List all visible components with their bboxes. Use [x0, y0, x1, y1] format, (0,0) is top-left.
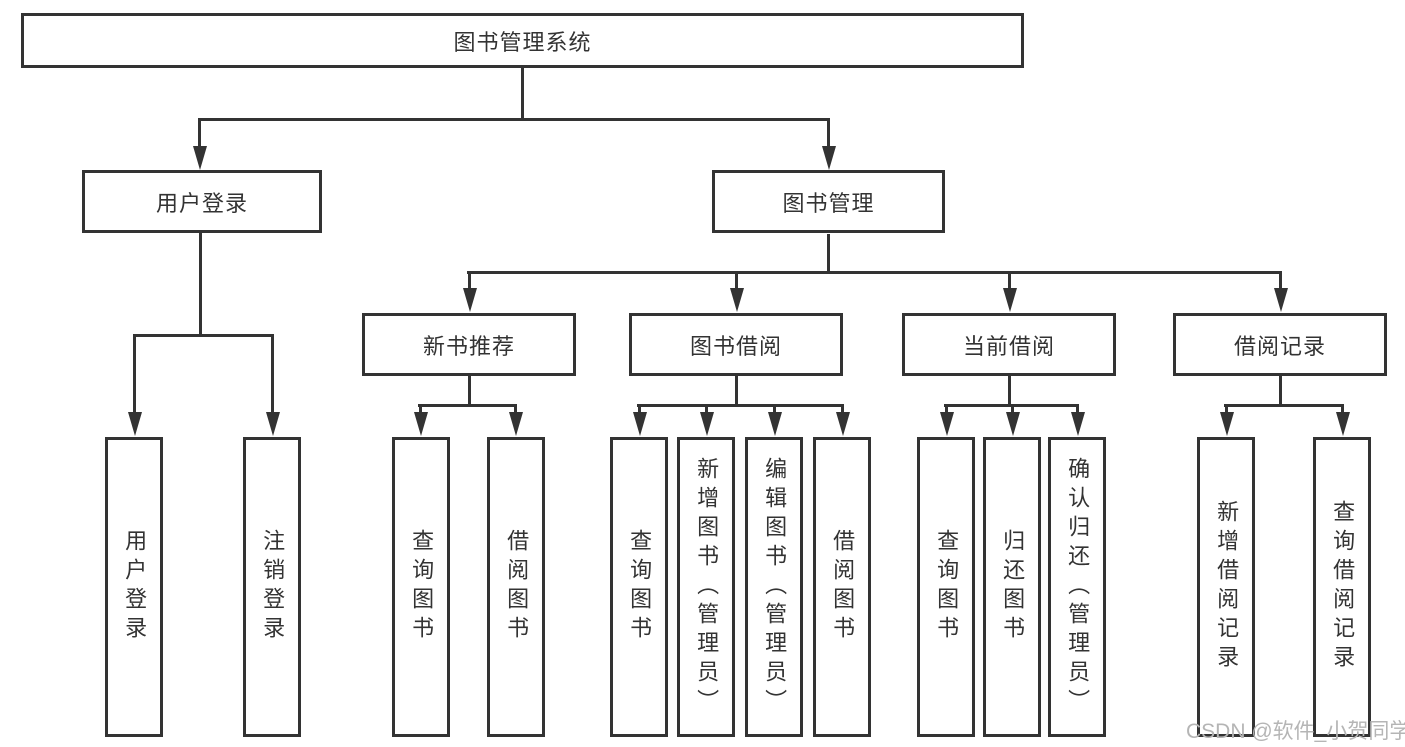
arrow-into-cb-query-books — [945, 405, 948, 412]
leaf-bb-add-books-admin-label: 新增图书（管理员） — [694, 456, 720, 718]
connector-borrow-records-bus — [1224, 404, 1344, 407]
arrow-into-bb-edit-books — [773, 405, 776, 412]
leaf-nb-query-books: 查询图书 — [392, 437, 450, 737]
arrow-into-leaf-logout — [271, 335, 274, 412]
leaf-cb-confirm-return-admin-label: 确认归还（管理员） — [1065, 456, 1091, 718]
arrow-into-bb-borrow-books — [841, 405, 844, 412]
leaf-bb-borrow-books: 借阅图书 — [813, 437, 871, 737]
node-borrow-records: 借阅记录 — [1173, 313, 1387, 376]
leaf-br-add-borrow-record-label: 新增借阅记录 — [1214, 500, 1240, 674]
leaf-br-query-borrow-record-label: 查询借阅记录 — [1330, 500, 1356, 674]
arrow-into-nb-query-books — [419, 405, 422, 412]
arrow-into-user-login — [198, 119, 201, 146]
connector-new-book-trunk — [468, 376, 471, 407]
leaf-cb-query-books-label: 查询图书 — [934, 529, 960, 645]
leaf-logout-login: 注销登录 — [243, 437, 301, 737]
leaf-cb-query-books: 查询图书 — [917, 437, 975, 737]
arrow-into-br-add-record — [1225, 405, 1228, 412]
connector-user-login-trunk — [199, 233, 202, 336]
connector-new-book-bus — [418, 404, 517, 407]
leaf-bb-query-books-label: 查询图书 — [627, 529, 653, 645]
node-book-management-label: 图书管理 — [782, 190, 875, 216]
connector-root-trunk — [521, 68, 524, 120]
node-book-borrow: 图书借阅 — [629, 313, 843, 376]
node-new-book-recommend-label: 新书推荐 — [422, 333, 515, 359]
leaf-cb-return-books: 归还图书 — [983, 437, 1041, 737]
connector-level2-bus — [198, 118, 830, 121]
leaf-bb-borrow-books-label: 借阅图书 — [830, 529, 856, 645]
connector-book-borrow-bus — [637, 404, 844, 407]
connector-user-login-bus — [133, 334, 274, 337]
csdn-watermark: CSDN @软件_小贺同学 — [1186, 720, 1405, 743]
arrow-into-bb-add-books — [705, 405, 708, 412]
node-user-login-label: 用户登录 — [155, 190, 248, 216]
connector-book-management-trunk — [827, 234, 830, 274]
arrow-into-borrow-records — [1279, 272, 1282, 288]
leaf-cb-return-books-label: 归还图书 — [1000, 529, 1026, 645]
leaf-nb-borrow-books-label: 借阅图书 — [504, 529, 530, 645]
leaf-bb-edit-books-admin: 编辑图书（管理员） — [745, 437, 803, 737]
leaf-br-query-borrow-record: 查询借阅记录 — [1313, 437, 1371, 737]
leaf-user-login: 用户登录 — [105, 437, 163, 737]
node-user-login: 用户登录 — [82, 170, 322, 233]
arrow-into-br-query-record — [1341, 405, 1344, 412]
connector-book-borrow-trunk — [735, 376, 738, 407]
arrow-into-current-borrow — [1008, 272, 1011, 288]
leaf-logout-login-label: 注销登录 — [260, 529, 286, 645]
node-current-borrow-label: 当前借阅 — [962, 333, 1055, 359]
leaf-user-login-label: 用户登录 — [122, 529, 148, 645]
node-borrow-records-label: 借阅记录 — [1233, 333, 1326, 359]
leaf-br-add-borrow-record: 新增借阅记录 — [1197, 437, 1255, 737]
arrow-into-bb-query-books — [638, 405, 641, 412]
connector-level3-bus — [467, 271, 1282, 274]
node-book-borrow-label: 图书借阅 — [689, 333, 782, 359]
arrow-into-new-book-recommend — [468, 272, 471, 288]
node-book-management: 图书管理 — [712, 170, 945, 233]
leaf-bb-add-books-admin: 新增图书（管理员） — [677, 437, 735, 737]
connector-current-borrow-trunk — [1008, 376, 1011, 407]
leaf-nb-borrow-books: 借阅图书 — [487, 437, 545, 737]
leaf-cb-confirm-return-admin: 确认归还（管理员） — [1048, 437, 1106, 737]
node-current-borrow: 当前借阅 — [902, 313, 1116, 376]
leaf-nb-query-books-label: 查询图书 — [409, 529, 435, 645]
leaf-bb-edit-books-admin-label: 编辑图书（管理员） — [762, 456, 788, 718]
leaf-bb-query-books: 查询图书 — [610, 437, 668, 737]
arrow-into-leaf-user-login — [133, 335, 136, 412]
arrow-into-cb-confirm-return — [1076, 405, 1079, 412]
node-library-system: 图书管理系统 — [21, 13, 1024, 68]
arrow-into-book-management — [827, 119, 830, 146]
arrow-into-cb-return-books — [1011, 405, 1014, 412]
arrow-into-nb-borrow-books — [514, 405, 517, 412]
connector-borrow-records-trunk — [1279, 376, 1282, 407]
arrow-into-book-borrow — [735, 272, 738, 288]
node-library-system-label: 图书管理系统 — [453, 29, 592, 55]
node-new-book-recommend: 新书推荐 — [362, 313, 576, 376]
